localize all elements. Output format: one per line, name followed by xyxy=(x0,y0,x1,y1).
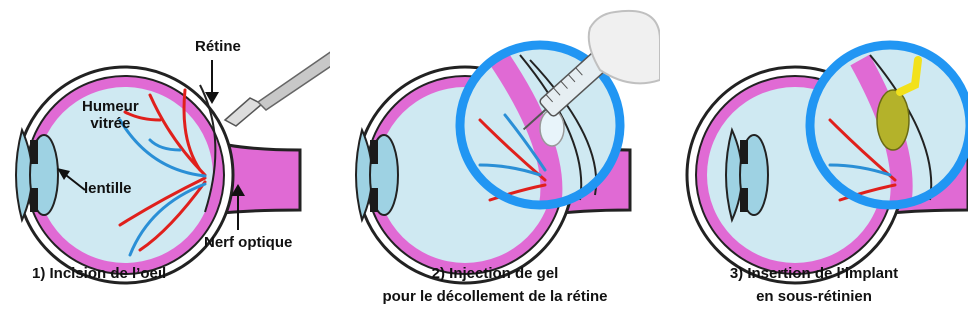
panel-injection: 2) Injection de gel pour le décollement … xyxy=(330,0,660,325)
label-humeur-vitree: Humeur vitrée xyxy=(82,98,139,132)
panel-implant: 3) Insertion de l’implant en sous-rétini… xyxy=(660,0,968,325)
label-nerf-optique: Nerf optique xyxy=(204,234,292,251)
caption-step-3-line-2: en sous-rétinien xyxy=(660,288,968,305)
label-lentille: lentille xyxy=(84,180,132,197)
implant-icon xyxy=(877,90,909,150)
panel-incision: Rétine Humeur vitrée lentille Nerf optiq… xyxy=(0,0,330,325)
caption-step-3-line-1: 3) Insertion de l’implant xyxy=(660,265,968,282)
label-retine: Rétine xyxy=(195,38,241,55)
caption-step-2-line-1: 2) Injection de gel xyxy=(330,265,660,282)
magnifier-ring-2 xyxy=(810,45,968,205)
caption-step-1: 1) Incision de l’oeil xyxy=(32,265,166,282)
caption-step-2-line-2: pour le décollement de la rétine xyxy=(330,288,660,305)
